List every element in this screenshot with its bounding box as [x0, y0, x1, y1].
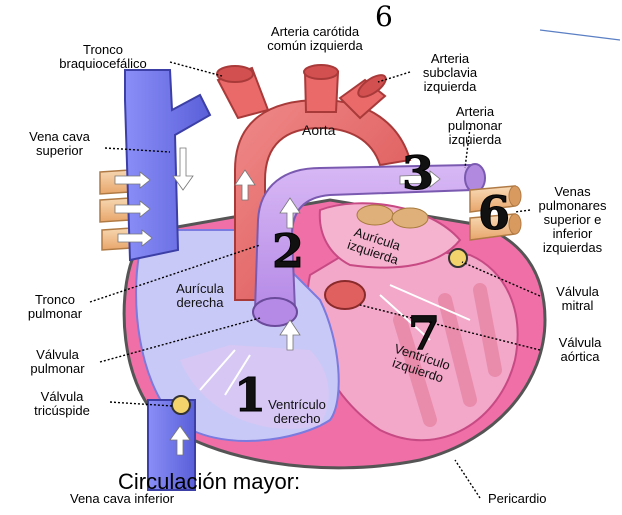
tricuspid-valve-marker: [172, 396, 190, 414]
label-valvula-pulmonar: Válvula pulmonar: [15, 348, 100, 376]
number-2: 2: [272, 228, 304, 274]
aortic-valve: [325, 281, 365, 309]
label-pericardio: Pericardio: [488, 492, 547, 506]
label-vena-cava-inferior: Vena cava inferior: [70, 492, 174, 506]
label-venas-pulmonares: Venas pulmonares superior e inferior izq…: [525, 185, 620, 255]
label-valvula-aortica: Válvula aórtica: [540, 336, 620, 364]
mitral-valve-marker: [449, 249, 467, 267]
label-valvula-tricuspide: Válvula tricúspide: [12, 390, 112, 418]
number-3: 3: [402, 150, 434, 196]
label-valvula-mitral: Válvula mitral: [540, 285, 615, 313]
label-arteria-carotida: Arteria carótida común izquierda: [240, 25, 390, 53]
label-arteria-subclavia: Arteria subclavia izquierda: [400, 52, 500, 94]
number-7: 7: [408, 310, 440, 356]
number-6-right: 6: [478, 190, 510, 236]
overlay-circulacion-mayor: Circulación mayor:: [118, 470, 300, 494]
label-auricula-derecha: Aurícula derecha: [160, 282, 240, 310]
number-6-top: 6: [375, 3, 393, 31]
annotation-line: [540, 30, 620, 40]
number-1: 1: [234, 372, 266, 418]
label-tronco-pulmonar: Tronco pulmonar: [15, 293, 95, 321]
label-vena-cava-superior: Vena cava superior: [12, 130, 107, 158]
label-tronco-braquiocefalico: Tronco braquiocefálico: [38, 43, 168, 71]
label-aorta: Aorta: [302, 123, 335, 137]
label-arteria-pulmonar: Arteria pulmonar izquierda: [420, 105, 530, 147]
